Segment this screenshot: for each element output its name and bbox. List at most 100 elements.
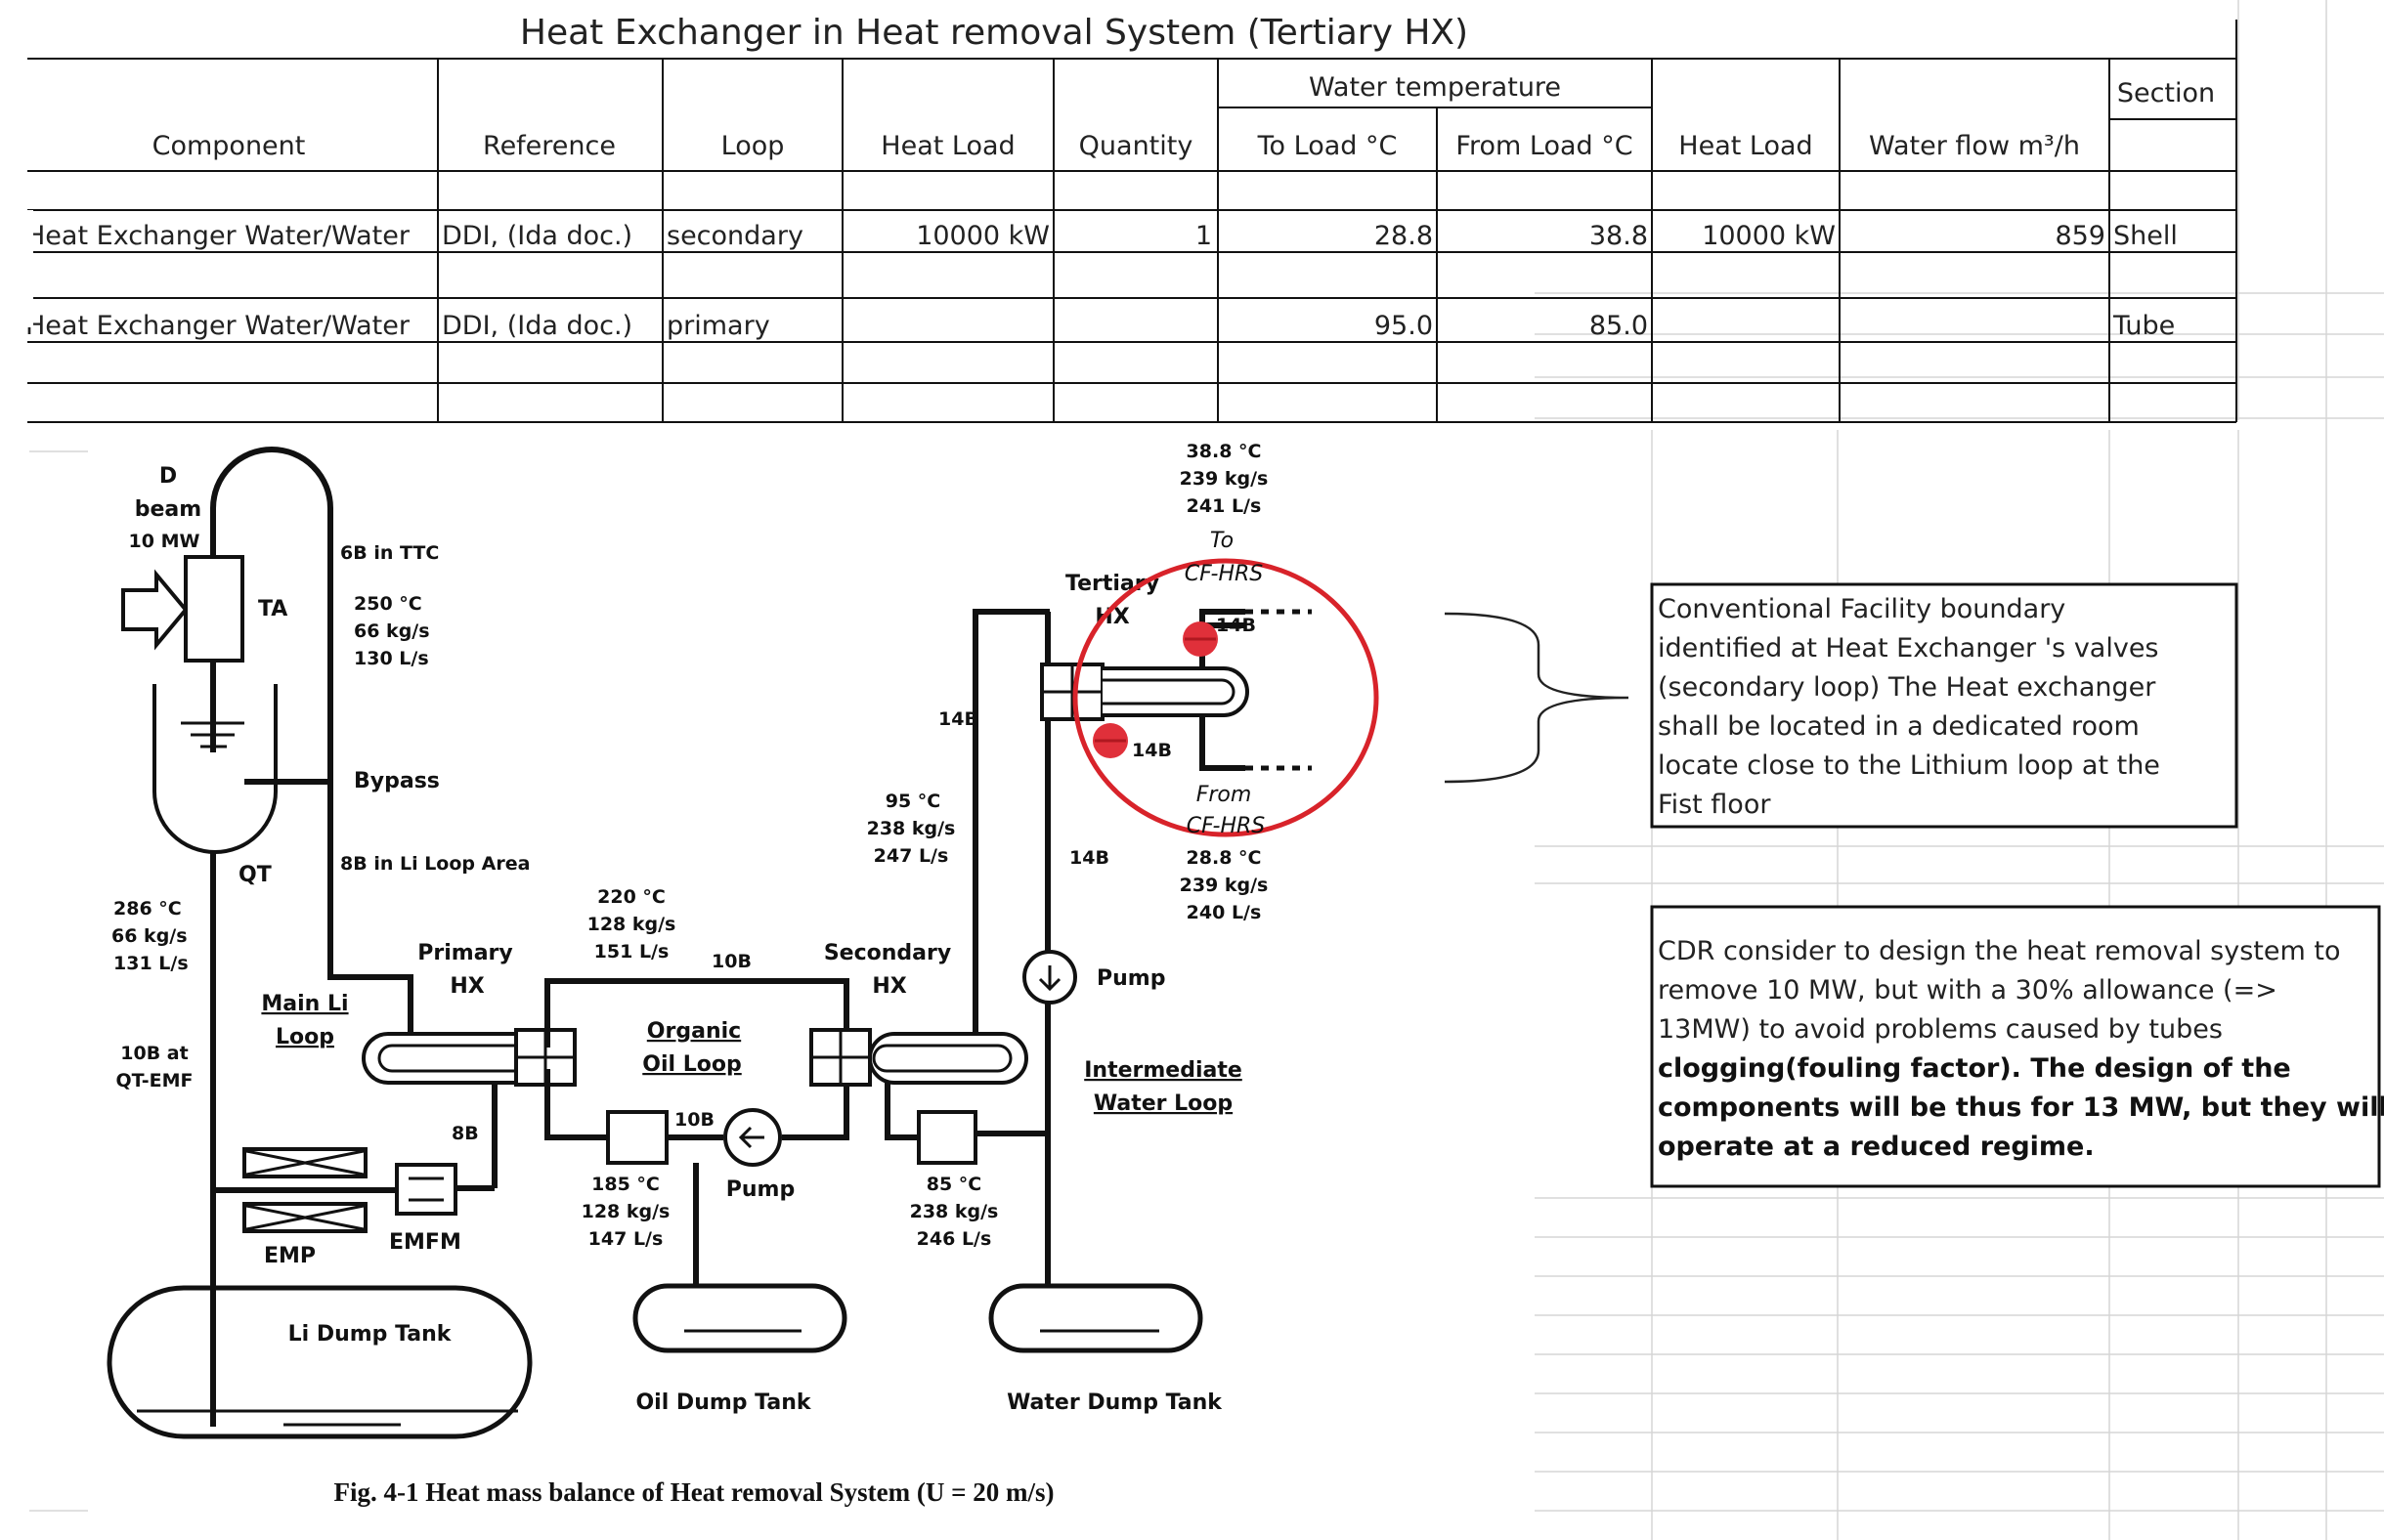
oil-cold-temp: 185 °C [591,1174,660,1195]
to-cf-label: CF-HRS [1185,562,1264,586]
in-bottom-flow: 239 kg/s [1180,875,1269,896]
cdr-note: CDR consider to design the heat removal … [1650,905,2384,1188]
valve-top-label: 14B [1216,615,1256,636]
beam-arrow-icon [121,569,189,651]
ttc-label: 6B in TTC [340,542,439,564]
primary-hx-label: Primary [417,941,512,965]
water-cold-vol: 246 L/s [917,1228,992,1250]
ta-out-vol: 130 L/s [354,648,429,669]
li-loop-area-label: 8B in Li Loop Area [340,853,530,875]
organic-oil-loop-label: Oil Loop [642,1052,741,1077]
cell-to-load: 95.0 [1374,311,1433,341]
tertiary-hx [1040,663,1249,721]
li-dump-tank-label: Li Dump Tank [288,1322,453,1347]
fourteen-b-left: 14B [938,708,978,730]
oil-tank-block [606,1110,669,1165]
water-hot-vol: 247 L/s [874,845,949,867]
valve-bottom-label: 14B [1132,740,1172,761]
oil-loop-pipe [544,1069,849,1140]
cell-from-load: 38.8 [1589,221,1648,251]
section-header: Section [2117,78,2215,108]
qt-emf-label: 10B at [120,1043,188,1064]
water-temperature-header: Water temperature [1309,72,1561,103]
table-row: Heat Exchanger Water/Water DDI, (Ida doc… [25,221,2178,251]
boundary-note: Conventional Facility boundary identifie… [1650,582,2238,829]
secondary-hx-label: HX [872,974,906,999]
ta-out-temp: 250 °C [354,593,422,615]
cdr-note-line: remove 10 MW, but with a 30% allowance (… [1658,975,2277,1005]
emp-label: EMP [264,1244,316,1268]
cell-loop: primary [667,311,770,341]
water-dump-tank-label: Water Dump Tank [1007,1390,1223,1415]
boundary-circle [1072,558,1379,837]
out-top-temp: 38.8 °C [1187,441,1262,462]
cell-section: Shell [2113,221,2178,251]
boundary-note-line: shall be located in a dedicated room [1658,711,2140,742]
li-dump-tank [107,1285,533,1439]
oil-dump-tank [632,1283,847,1353]
qt-in-temp: 286 °C [113,898,182,920]
organic-oil-loop-label: Organic [647,1019,741,1044]
cell-water-flow: 859 [2055,221,2105,251]
water-cold-flow: 238 kg/s [910,1201,999,1222]
in-bottom-temp: 28.8 °C [1187,847,1262,869]
from-cf-label: CF-HRS [1187,814,1266,838]
col-quantity: Quantity [1079,131,1193,161]
primary-hx [362,1028,577,1087]
oil-dump-tank-label: Oil Dump Tank [635,1390,811,1415]
cdr-note-line: 13MW) to avoid problems caused by tubes [1658,1014,2223,1045]
qt-emf-label: QT-EMF [115,1070,193,1091]
boundary-note-line: Conventional Facility boundary [1658,594,2065,624]
eight-b-label: 8B [452,1123,479,1144]
cdr-note-line: CDR consider to design the heat removal … [1658,936,2340,966]
cell-loop: secondary [667,221,803,251]
cell-heat-load-2: 10000 kW [1702,221,1836,251]
table-title: Heat Exchanger in Heat removal System (T… [520,13,1468,53]
boundary-note-line: (secondary loop) The Heat exchanger [1658,672,2156,703]
boundary-note-line: locate close to the Lithium loop at the [1658,750,2160,781]
cdr-note-line: clogging(fouling factor). The design of … [1658,1053,2291,1084]
cdr-note-line: components will be thus for 13 MW, but t… [1658,1092,2384,1123]
beam-power: 10 MW [129,531,200,552]
water-dump-tank [988,1283,1203,1353]
table-row: Heat Exchanger Water/Water DDI, (Ida doc… [25,311,2175,341]
main-li-loop-label: Main Li [261,992,348,1016]
ten-b-top: 10B [712,951,752,972]
oil-hot-temp: 220 °C [597,886,666,908]
cell-reference: DDI, (Ida doc.) [442,221,632,251]
emfm-meter [395,1163,457,1216]
out-top-flow: 239 kg/s [1180,468,1269,490]
hx-table: Heat Exchanger in Heat removal System (T… [0,13,2237,423]
water-tank-block [917,1110,977,1165]
water-loop-pipe [1045,609,1051,956]
qt-label: QT [238,863,272,887]
cell-section: Tube [2112,311,2175,341]
fourteen-b-right: 14B [1069,847,1109,869]
primary-hx-label: HX [450,974,484,999]
water-loop-pipe [885,1081,919,1140]
main-li-loop-label: Loop [276,1025,334,1049]
ten-b-pump: 10B [674,1109,715,1131]
process-diagram: D beam 10 MW TA 6B in TTC 250 °C 66 kg/s… [107,441,1629,1507]
in-bottom-vol: 240 L/s [1187,902,1262,923]
cell-reference: DDI, (Ida doc.) [442,311,632,341]
cell-quantity: 1 [1195,221,1212,251]
boundary-note-line: identified at Heat Exchanger 's valves [1658,633,2159,663]
target-assembly [184,555,244,663]
col-reference: Reference [483,131,616,161]
boundary-note-line: Fist floor [1658,790,1771,820]
cell-from-load: 85.0 [1589,311,1648,341]
from-cf-label: From [1196,783,1252,807]
col-component: Component [152,131,306,161]
col-water-flow: Water flow m³/h [1869,131,2080,161]
brace-connector [1444,612,1629,784]
oil-cold-flow: 128 kg/s [582,1201,671,1222]
oil-hot-flow: 128 kg/s [587,914,676,935]
cdr-note-line: operate at a reduced regime. [1658,1132,2095,1162]
figure-caption: Fig. 4-1 Heat mass balance of Heat remov… [333,1477,1054,1507]
water-hot-flow: 238 kg/s [867,818,956,839]
col-heat-load-2: Heat Load [1678,131,1812,161]
li-loop-pipe [210,447,413,1016]
cell-to-load: 28.8 [1374,221,1433,251]
